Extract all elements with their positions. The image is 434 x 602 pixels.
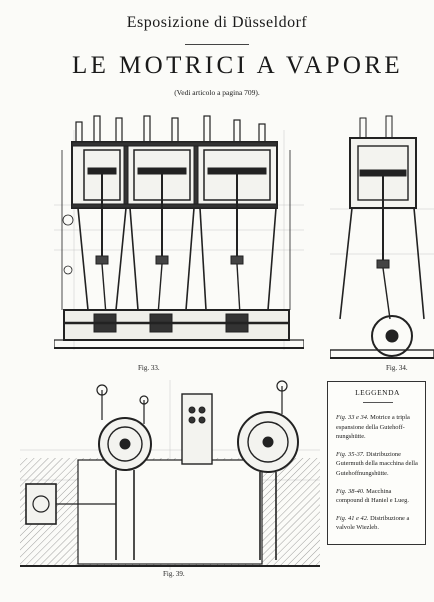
legend-entry: Fig. 41 e 42. Distribuzione a valvole Wi… xyxy=(336,514,419,533)
legend-entry-ref: Fig. 33 e 34. xyxy=(336,414,369,421)
article-reference: (Vedi articolo a pagina 709). xyxy=(174,88,260,97)
legend-entry-ref: Fig. 41 e 42. xyxy=(336,514,369,522)
legend-entry-text: Macchina compound di Haniel e Lueg. xyxy=(336,487,409,505)
engine-end-elevation-drawing xyxy=(330,114,434,364)
page-supertitle: Esposizione di Düsseldorf xyxy=(126,14,308,31)
legend-entry-text: Motrice a tripla espansione della Guteho… xyxy=(336,414,410,441)
legend-title: LEGGENDA xyxy=(355,388,400,397)
legend-entry-ref: Fig. 35-37. xyxy=(336,450,365,458)
legend-entry-text: Distribuzione Gutermuth della macchina d… xyxy=(336,450,418,477)
engine-elevation-drawing xyxy=(54,110,304,360)
title-divider xyxy=(185,44,249,45)
legend-entry: Fig. 38-40. Macchina compound di Haniel … xyxy=(336,487,419,506)
legend-divider xyxy=(362,402,393,403)
legend-entry: Fig. 35-37. Distribuzione Gutermuth dell… xyxy=(336,450,419,479)
legend-entry-ref: Fig. 38-40. xyxy=(336,487,365,495)
compound-engine-drawing xyxy=(20,380,320,570)
figure-caption-34: Fig. 34. xyxy=(386,364,408,372)
figure-caption-33: Fig. 33. xyxy=(138,364,160,372)
legend-box: LEGGENDA Fig. 33 e 34. Motrice a tripla … xyxy=(327,381,426,545)
page-title: LE MOTRICI A VAPORE xyxy=(72,52,404,79)
legend-entry-text: Distribuzione a valvole Wiezleb. xyxy=(336,514,410,532)
legend-entry: Fig. 33 e 34. Motrice a tripla espansion… xyxy=(336,413,419,442)
figure-caption-39: Fig. 39. xyxy=(163,570,185,578)
